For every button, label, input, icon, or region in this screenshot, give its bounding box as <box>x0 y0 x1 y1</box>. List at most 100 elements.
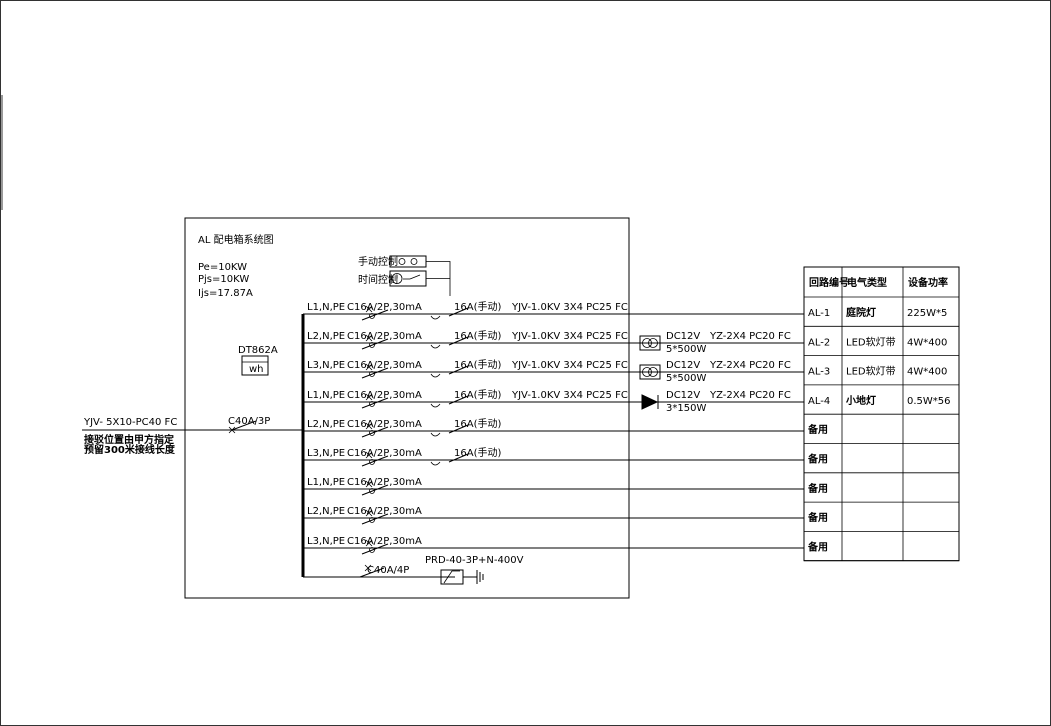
control-wire <box>426 261 451 296</box>
table-cell: 4W*400 <box>907 367 947 378</box>
panel-pe: Pe=10KW <box>198 262 247 273</box>
breaker-contact <box>369 430 375 436</box>
driver-triangle-icon <box>641 394 659 410</box>
transformer-coil-icon <box>642 367 652 377</box>
table-header: 电气类型 <box>847 276 887 289</box>
table-cell: LED软灯带 <box>846 335 896 348</box>
rcd-symbol <box>430 461 441 466</box>
breaker-blade <box>361 367 389 379</box>
branch-phase: L3,N,PE <box>307 360 345 371</box>
branch-phase: L3,N,PE <box>307 536 345 547</box>
transformer-coil-icon <box>642 338 652 348</box>
branch-breaker: C16A/2P,30mA <box>347 419 422 430</box>
branch-breaker: C16A/2P,30mA <box>347 360 422 371</box>
incoming-cable: YJV- 5X10-PC40 FC <box>83 417 177 428</box>
device-voltage: DC12V <box>666 390 700 401</box>
energy-meter-symbol <box>241 355 269 376</box>
transformer-symbol <box>639 364 661 380</box>
manual-switch-contact-icon <box>410 258 418 265</box>
incoming-breaker: C40A/3P <box>228 416 270 427</box>
table-cell: AL-3 <box>808 367 830 378</box>
rcd-symbol <box>430 315 441 320</box>
breaker-contact <box>369 488 375 494</box>
device-quantity: 3*150W <box>666 403 706 414</box>
branch-phase: L3,N,PE <box>307 448 345 459</box>
table-cell: 备用 <box>807 423 828 436</box>
breaker-cross <box>365 334 373 342</box>
time-control-label: 时间控制 <box>358 273 398 286</box>
contactor-label: 16A(手动) <box>454 358 501 371</box>
branch-cable: YJV-1.0KV 3X4 PC25 FC <box>511 302 628 313</box>
surge-protector-varistor <box>443 570 460 584</box>
spd-breaker-blade <box>359 567 385 578</box>
timer-contact-blade <box>409 274 421 280</box>
rcd-symbol <box>430 403 441 408</box>
device-cable: YZ-2X4 PC20 FC <box>709 390 791 401</box>
panel-enclosure <box>184 217 630 599</box>
breaker-blade <box>361 309 389 321</box>
device-cable: YZ-2X4 PC20 FC <box>709 331 791 342</box>
branch-breaker: C16A/2P,30mA <box>347 477 422 488</box>
contactor-blade <box>448 336 469 346</box>
branch-phase: L1,N,PE <box>307 477 345 488</box>
breaker-cross <box>365 480 373 488</box>
breaker-contact <box>369 401 375 407</box>
table-header: 回路编号 <box>809 276 849 289</box>
breaker-contact <box>369 517 375 523</box>
manual-control-label: 手动控制 <box>358 255 398 268</box>
rcd-symbol <box>430 373 441 378</box>
manual-switch-contact-icon <box>398 258 406 265</box>
contactor-blade <box>448 453 469 463</box>
breaker-blade <box>361 426 389 438</box>
panel-ijs: Ijs=17.87A <box>198 288 253 299</box>
branch-cable: YJV-1.0KV 3X4 PC25 FC <box>511 331 628 342</box>
incoming-breaker-blade <box>231 420 257 431</box>
contactor-blade <box>448 307 469 317</box>
table-cell: 4W*400 <box>907 337 947 348</box>
breaker-cross <box>365 539 373 547</box>
contactor-label: 16A(手动) <box>454 388 501 401</box>
transformer-symbol <box>639 335 661 351</box>
breaker-cross <box>365 363 373 371</box>
branch-phase: L1,N,PE <box>307 302 345 313</box>
transformer-coil-icon <box>648 367 658 377</box>
breaker-cross <box>365 393 373 401</box>
contactor-label: 16A(手动) <box>454 417 501 430</box>
table-header: 设备功率 <box>908 276 948 289</box>
table-cell: 225W*5 <box>907 308 947 319</box>
branch-cable: YJV-1.0KV 3X4 PC25 FC <box>511 390 628 401</box>
branch-cable: YJV-1.0KV 3X4 PC25 FC <box>511 360 628 371</box>
table-cell: AL-4 <box>808 396 830 407</box>
device-voltage: DC12V <box>666 331 700 342</box>
table-cell: 备用 <box>807 511 828 524</box>
panel-pjs: Pjs=10KW <box>198 274 249 285</box>
table-cell: 小地灯 <box>845 394 876 407</box>
contactor-blade <box>448 365 469 375</box>
rcd-symbol <box>430 344 441 349</box>
meter-unit: wh <box>249 364 264 375</box>
branch-breaker: C16A/2P,30mA <box>347 506 422 517</box>
spd-breaker-cross <box>364 564 372 572</box>
branch-phase: L2,N,PE <box>307 506 345 517</box>
branch-phase: L1,N,PE <box>307 390 345 401</box>
breaker-blade <box>361 543 389 555</box>
contactor-blade <box>448 395 469 405</box>
breaker-cross <box>365 509 373 517</box>
table-cell: 备用 <box>807 540 828 553</box>
breaker-contact <box>369 313 375 319</box>
breaker-cross <box>365 451 373 459</box>
contactor-label: 16A(手动) <box>454 446 501 459</box>
table-cell: 备用 <box>807 453 828 466</box>
breaker-contact <box>369 459 375 465</box>
spd-label: PRD-40-3P+N-400V <box>425 555 524 566</box>
timer-clock-icon <box>391 273 403 284</box>
breaker-cross <box>365 422 373 430</box>
table-cell: LED软灯带 <box>846 365 896 378</box>
branch-breaker: C16A/2P,30mA <box>347 331 422 342</box>
device-quantity: 5*500W <box>666 373 706 384</box>
table-cell: 备用 <box>807 482 828 495</box>
breaker-contact <box>369 547 375 553</box>
device-quantity: 5*500W <box>666 344 706 355</box>
